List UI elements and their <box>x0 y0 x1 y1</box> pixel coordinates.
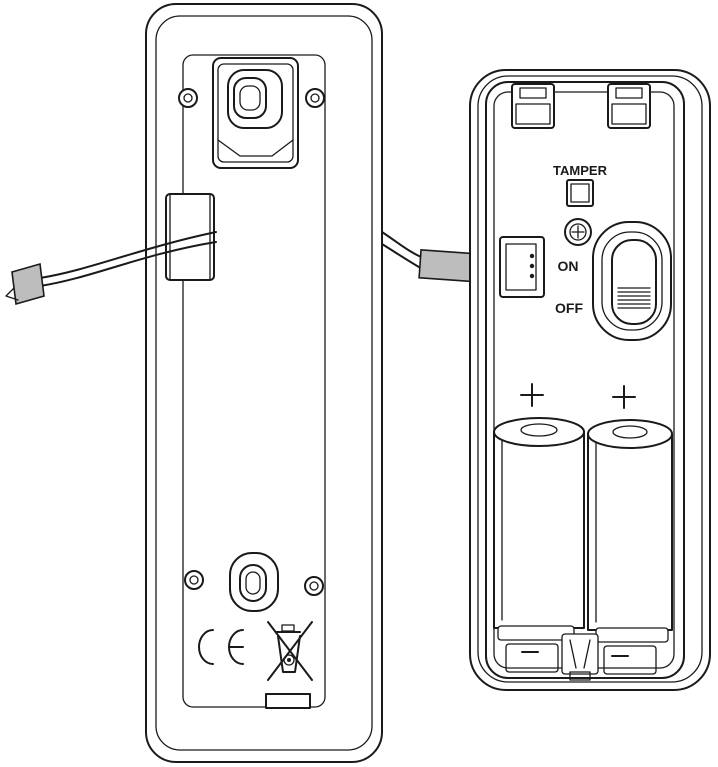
battery-contacts-bottom <box>497 625 669 681</box>
bottom-screw-hole <box>229 552 279 612</box>
power-slider-switch[interactable] <box>592 221 672 341</box>
off-label: OFF <box>555 300 583 316</box>
top-screw-hole <box>233 77 267 119</box>
weee-bin-icon <box>267 621 313 681</box>
slider-knob[interactable] <box>611 239 657 325</box>
screw-boss-bottom-right <box>304 576 324 596</box>
back-plate <box>145 3 383 763</box>
battery-right <box>587 419 673 631</box>
serial-label-plate <box>265 693 311 709</box>
battery-plus-right <box>612 385 636 409</box>
wire-right <box>381 231 484 283</box>
top-latch-left <box>511 83 555 129</box>
top-mount-block <box>212 57 299 169</box>
back-plate-recess <box>182 54 326 708</box>
back-plate-rim <box>155 15 373 751</box>
battery-plus-left <box>520 383 544 407</box>
ce-mark <box>198 629 244 665</box>
screw-boss-bottom-left <box>184 570 204 590</box>
housing-screw <box>564 218 592 246</box>
top-latch-right <box>607 83 651 129</box>
screw-boss-top-right <box>305 88 325 108</box>
wire-tape-left <box>5 262 45 306</box>
on-label: ON <box>558 258 579 274</box>
front-housing: TAMPER ON OFF <box>469 69 711 691</box>
screw-boss-top-left <box>178 88 198 108</box>
tamper-label: TAMPER <box>553 163 608 178</box>
wire-left <box>5 231 217 306</box>
connector-header <box>499 236 545 298</box>
battery-left <box>493 417 585 629</box>
tamper-switch: TAMPER <box>553 163 608 207</box>
